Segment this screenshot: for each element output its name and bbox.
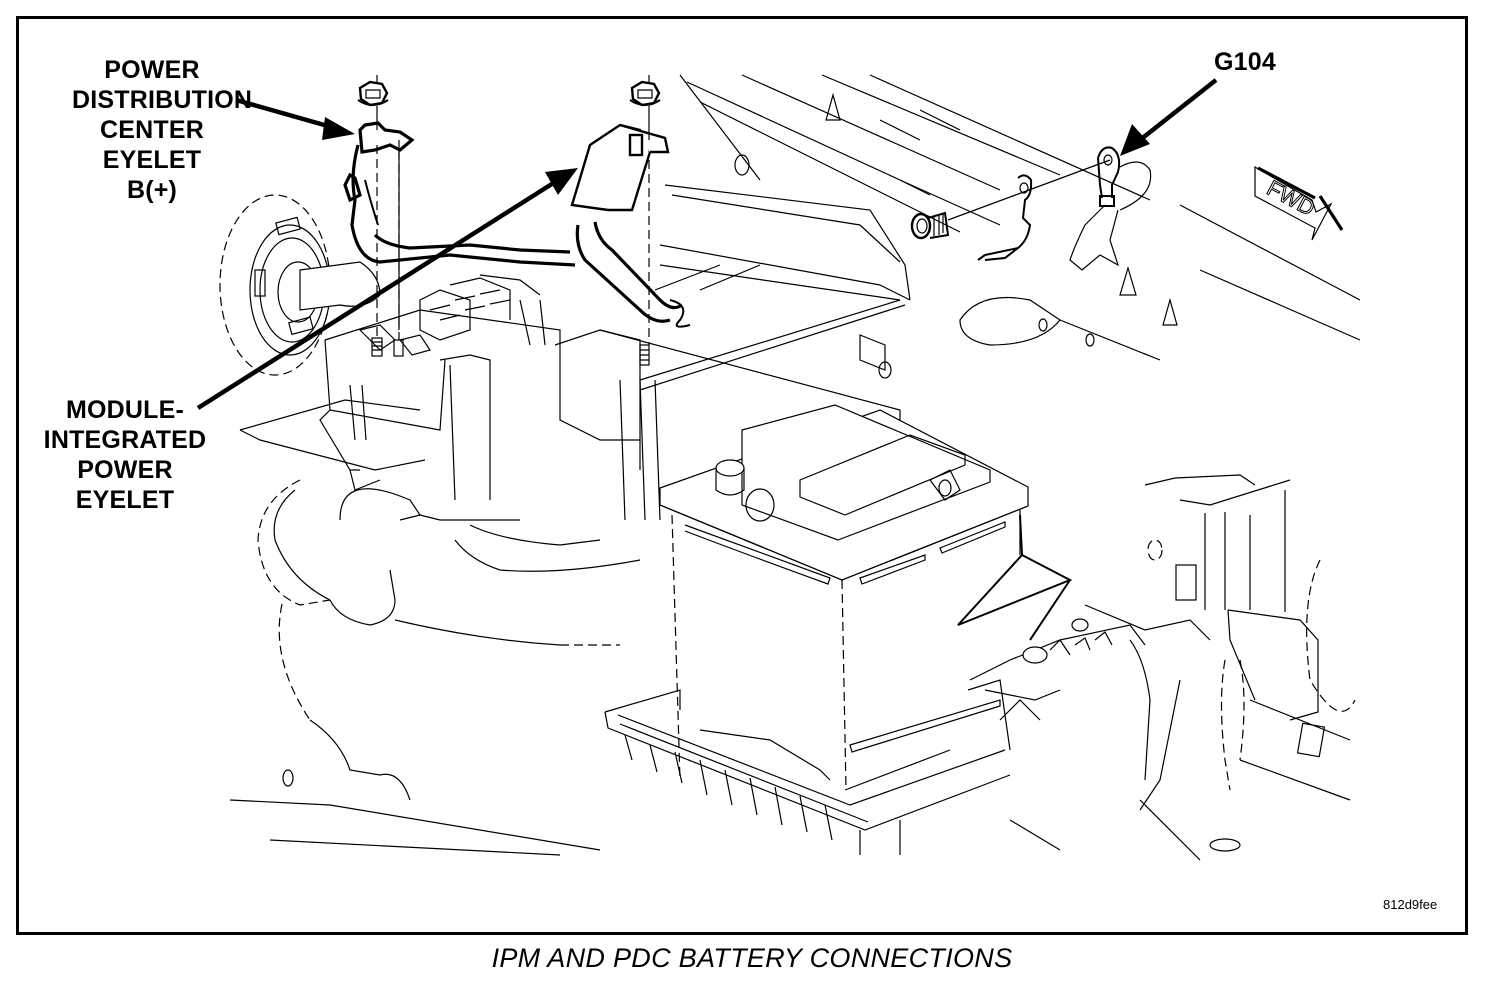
figure-frame xyxy=(16,16,1468,935)
callout-line: G104 xyxy=(1214,48,1276,76)
inner-fender xyxy=(1009,474,1356,861)
eyelet-nuts xyxy=(357,75,661,345)
forward-arrow-icon: FWD xyxy=(1254,165,1344,241)
engine-hoses xyxy=(229,479,641,856)
battery xyxy=(659,404,1029,791)
pdc-stud xyxy=(371,337,383,357)
ipm-nut xyxy=(629,80,661,107)
figure-id: 812d9fee xyxy=(1383,897,1438,912)
terminal-block xyxy=(969,624,1146,721)
leader-ipm xyxy=(196,168,578,410)
wheel-hub xyxy=(219,194,381,376)
callout-line: EYELET xyxy=(102,146,202,174)
fuse-relays xyxy=(358,274,546,356)
firewall-panel xyxy=(679,74,1361,361)
callout-line: DISTRIBUTION xyxy=(72,86,253,114)
pdc-nut xyxy=(357,80,389,107)
figure-caption: IPM AND PDC BATTERY CONNECTIONS xyxy=(491,943,1013,973)
callout-pdc-eyelet: POWER DISTRIBUTION CENTER EYELET B(+) xyxy=(72,55,253,205)
battery-tray xyxy=(604,679,1011,855)
leader-g104 xyxy=(1120,78,1218,156)
fwd-label: FWD xyxy=(1263,175,1319,221)
leader-battery-triangle xyxy=(957,514,1073,641)
callout-line: MODULE- xyxy=(65,396,185,424)
terminal-nut xyxy=(1022,646,1048,664)
ipm-cover xyxy=(639,184,911,391)
callout-ipm-eyelet: MODULE- INTEGRATED POWER EYELET xyxy=(30,395,220,515)
callout-line: B(+) xyxy=(126,176,178,204)
ground-eyelet-g104 xyxy=(910,146,1152,271)
callout-line: EYELET xyxy=(75,486,175,514)
ground-bolt xyxy=(910,211,950,240)
ipm-eyelet-cable xyxy=(570,123,691,328)
callout-line: POWER xyxy=(77,456,173,484)
leader-pdc xyxy=(235,97,355,140)
power-distribution-center xyxy=(239,274,561,491)
callout-line: CENTER xyxy=(100,116,204,144)
callout-g104: G104 xyxy=(1214,47,1284,77)
callout-line: INTEGRATED xyxy=(43,426,207,454)
callout-line: POWER xyxy=(104,56,200,84)
